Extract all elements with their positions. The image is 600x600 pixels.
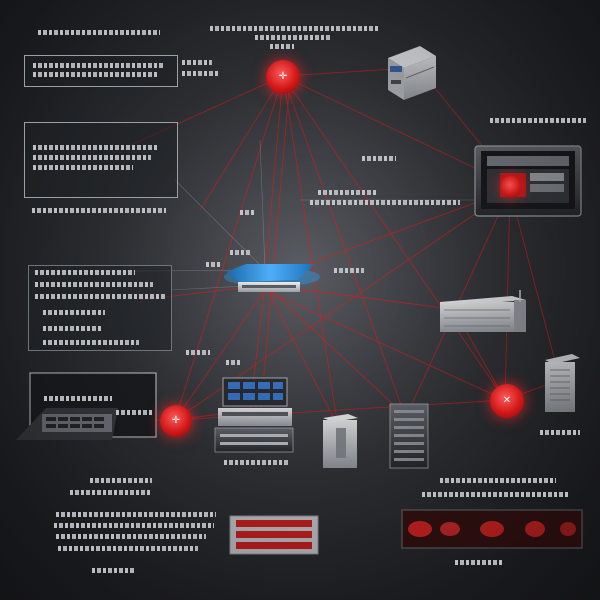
text-line bbox=[44, 396, 112, 401]
text-line bbox=[33, 165, 133, 170]
text-line bbox=[210, 26, 378, 31]
text-line bbox=[56, 534, 206, 539]
text-line bbox=[35, 294, 165, 299]
text-line bbox=[70, 490, 150, 495]
text-line bbox=[43, 326, 103, 331]
text-line bbox=[230, 250, 252, 255]
text-line bbox=[35, 282, 153, 287]
text-line bbox=[54, 523, 214, 528]
hub-symbol: ✕ bbox=[502, 395, 512, 406]
text-line bbox=[33, 145, 159, 150]
text-line bbox=[440, 478, 556, 483]
text-line bbox=[540, 430, 580, 435]
text-line bbox=[35, 270, 135, 275]
text-line bbox=[318, 190, 378, 195]
text-line bbox=[182, 60, 212, 65]
text-line bbox=[240, 210, 254, 215]
text-line bbox=[33, 63, 165, 68]
text-line bbox=[32, 208, 166, 213]
text-panel bbox=[24, 122, 178, 198]
red-glow-icon bbox=[500, 176, 522, 198]
red-network-hub-icon: ✕ bbox=[490, 384, 524, 418]
text-line bbox=[90, 478, 152, 483]
text-line bbox=[334, 268, 364, 273]
text-line bbox=[255, 35, 331, 40]
text-line bbox=[182, 71, 220, 76]
red-network-hub-icon: ✛ bbox=[266, 60, 300, 94]
text-line bbox=[56, 512, 216, 517]
text-line bbox=[33, 72, 157, 77]
text-line bbox=[206, 262, 220, 267]
hub-symbol: ✛ bbox=[171, 415, 181, 426]
text-line bbox=[362, 156, 396, 161]
text-line bbox=[92, 568, 134, 573]
text-line bbox=[38, 30, 160, 35]
text-panel bbox=[24, 55, 178, 87]
text-line bbox=[270, 44, 294, 49]
text-line bbox=[43, 340, 139, 345]
hub-symbol: ✛ bbox=[278, 71, 288, 82]
text-line bbox=[310, 200, 460, 205]
text-line bbox=[226, 360, 242, 365]
red-network-hub-icon: ✛ bbox=[160, 405, 192, 437]
text-line bbox=[490, 118, 586, 123]
text-line bbox=[58, 546, 198, 551]
text-line bbox=[186, 350, 210, 355]
text-line bbox=[224, 460, 290, 465]
text-line bbox=[33, 155, 151, 160]
text-line bbox=[116, 410, 154, 415]
text-line bbox=[422, 492, 568, 497]
text-line bbox=[455, 560, 503, 565]
text-line bbox=[43, 310, 105, 315]
text-panel bbox=[28, 265, 172, 351]
